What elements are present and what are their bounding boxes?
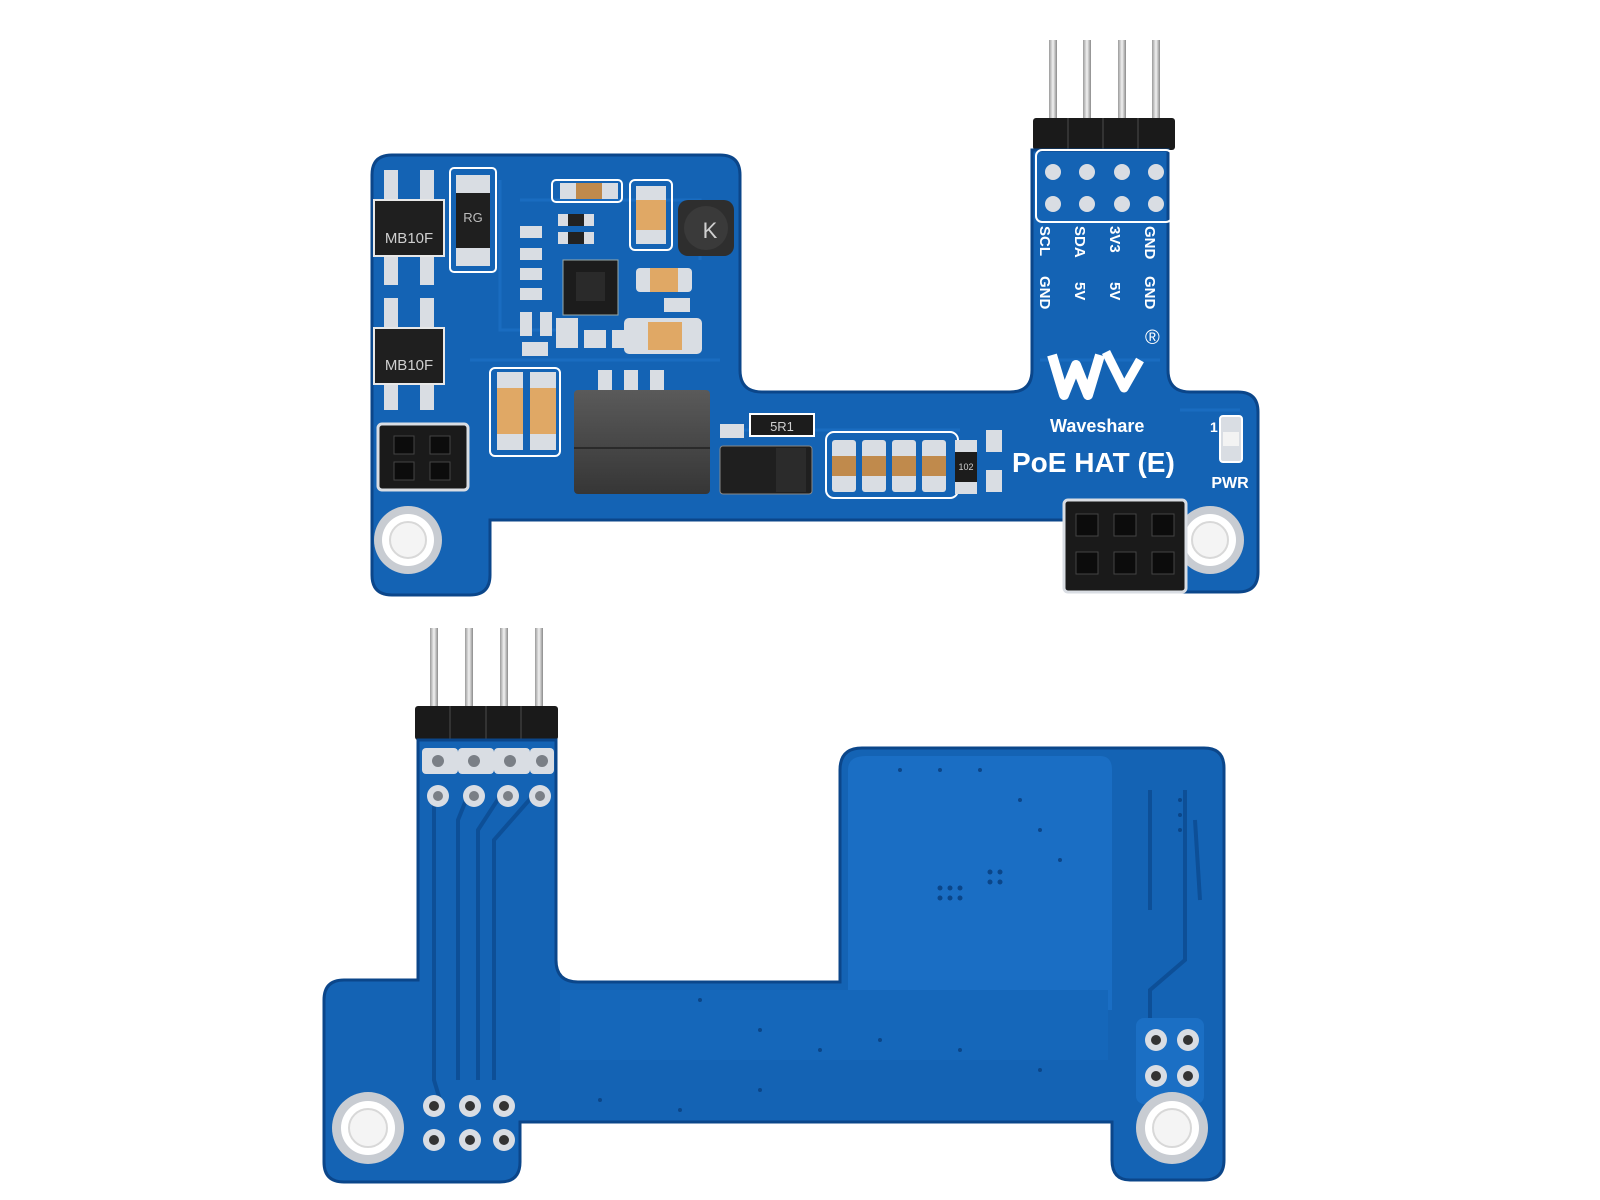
pwr-label: PWR [1211,475,1249,492]
resistor-102-label: 102 [958,462,973,472]
pin-label-3v3: 3V3 [1106,226,1123,253]
brand-name: Waveshare [1050,416,1144,436]
connector-2x3 [1062,498,1188,594]
top-header-pins [1033,40,1175,150]
copper-pour-lower [560,990,1108,1060]
diode-label: RG [463,210,483,225]
bottom-left-pads [423,1095,515,1151]
resistor-102: 102 [955,430,1002,494]
bottom-right-pads [1136,1018,1204,1104]
tantalum-capacitors-bottom [489,367,561,457]
mounting-hole-top-left [374,506,442,574]
isolation-transformer [574,370,710,494]
bridge-rectifier-2: MB10F [373,298,445,410]
mounting-hole-bottom-right [1136,1092,1208,1164]
pin-one-mark: 1 [1210,419,1218,435]
copper-pour [848,756,1112,1010]
shunt-resistor: 5R1 [749,413,815,437]
waveshare-logo: ® [1047,327,1160,400]
inductor-mark: K [703,218,718,243]
controller-ic [562,259,619,316]
diode-rg: RG [449,167,497,273]
pin-label-gnd-1: GND [1036,276,1053,310]
mounting-hole-bottom-left [332,1092,404,1164]
header-pin-labels: SCL SDA 3V3 GND GND 5V 5V GND [1036,226,1158,310]
header-solder-pads [1035,149,1173,223]
ceramic-capacitor-row [825,431,959,499]
pin-label-gnd-top: GND [1141,226,1158,260]
mounting-hole-top-right [1176,506,1244,574]
bridge-rectifier-1: MB10F [373,170,445,285]
connector-2x2 [376,422,470,492]
registered-mark: ® [1145,327,1160,349]
product-name: PoE HAT (E) [1012,447,1175,478]
tantalum-capacitors-top [624,179,702,354]
passive-components [520,179,634,356]
board-bottom-side [322,628,1226,1184]
board-top-side: MB10F MB10F RG [370,40,1260,597]
pin-label-gnd-2: GND [1141,276,1158,310]
bottom-header-pins [415,628,558,740]
via-dots [598,768,1182,1112]
mosfet [719,424,813,495]
rectifier-2-label: MB10F [385,357,433,374]
resistor-5r1-label: 5R1 [770,419,794,434]
power-inductor: K [678,200,734,256]
bottom-header-pads [422,748,554,807]
pin-label-5v-2: 5V [1106,282,1123,300]
pin-label-sda: SDA [1071,226,1088,258]
power-led: 1 PWR [1210,415,1249,492]
rectifier-1-label: MB10F [385,230,433,247]
pin-label-scl: SCL [1036,226,1053,256]
pin-label-5v-1: 5V [1071,282,1088,300]
